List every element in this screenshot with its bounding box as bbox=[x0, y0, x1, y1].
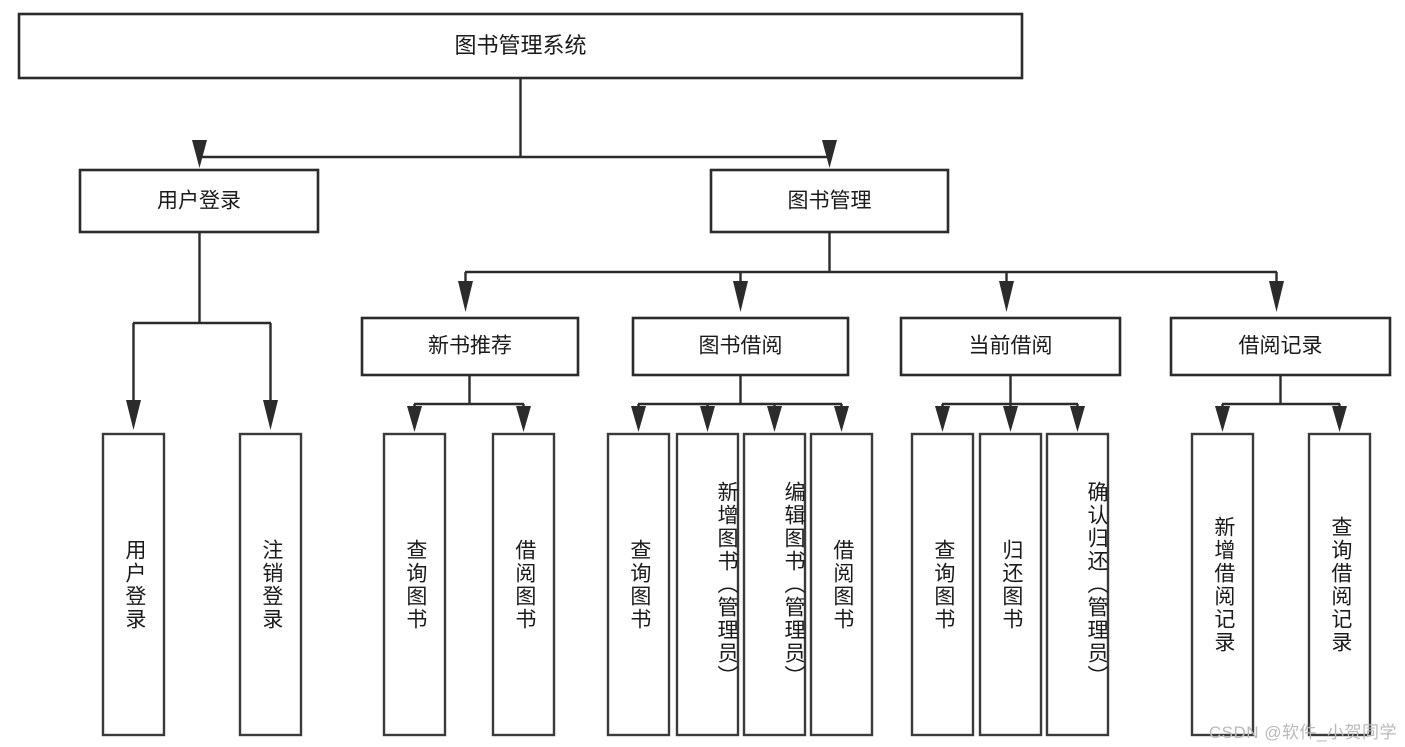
node-current-borrow-label: 当前借阅 bbox=[969, 335, 1053, 358]
node-current-borrow-box[interactable] bbox=[899, 316, 1122, 377]
node-new-book-rec-label: 新书推荐 bbox=[428, 335, 512, 358]
node-leaf-add-record-box[interactable] bbox=[1190, 432, 1255, 737]
node-leaf-user-login-box[interactable] bbox=[101, 432, 166, 737]
node-leaf-add-book-box[interactable] bbox=[675, 432, 740, 737]
connector-group-new-book-rec-children bbox=[407, 375, 531, 432]
node-borrow-record-box[interactable] bbox=[1169, 316, 1392, 377]
arrowhead-new-book-rec bbox=[458, 281, 473, 312]
node-root-box[interactable] bbox=[17, 12, 1024, 80]
node-leaf-query-record-box[interactable] bbox=[1307, 432, 1372, 737]
arrowhead-leaf-query-record bbox=[1332, 406, 1347, 432]
node-user-login-label: 用户登录 bbox=[157, 190, 241, 213]
node-root-label: 图书管理系统 bbox=[454, 33, 586, 58]
connector-group-book-manage-children bbox=[458, 232, 1284, 312]
connector-group-root-to-level2 bbox=[192, 78, 837, 168]
node-book-borrow-box[interactable] bbox=[631, 316, 850, 377]
node-leaf-query-book-2-box[interactable] bbox=[606, 432, 671, 737]
node-leaf-edit-book-box[interactable] bbox=[742, 432, 807, 737]
arrowhead-book-manage bbox=[822, 140, 837, 168]
node-borrow-record-label: 借阅记录 bbox=[1239, 335, 1323, 358]
arrowhead-borrow-record bbox=[1269, 281, 1284, 312]
node-leaf-borrow-book-2-box[interactable] bbox=[809, 432, 874, 737]
node-book-borrow-label: 图书借阅 bbox=[699, 335, 783, 358]
arrowhead-leaf-logout bbox=[263, 400, 278, 430]
connector-group-borrow-record-children bbox=[1215, 375, 1347, 432]
node-new-book-rec-box[interactable] bbox=[360, 316, 580, 377]
arrowhead-leaf-confirm-return bbox=[1070, 406, 1085, 432]
connector-group-user-login-children bbox=[126, 232, 278, 430]
node-leaf-query-book-1-box[interactable] bbox=[382, 432, 447, 737]
node-leaf-logout-box[interactable] bbox=[238, 432, 303, 737]
node-leaf-borrow-book-1-box[interactable] bbox=[491, 432, 556, 737]
arrowhead-leaf-borrow-book-2 bbox=[834, 406, 849, 432]
arrowhead-leaf-edit-book bbox=[767, 406, 782, 432]
arrowhead-leaf-query-book-1 bbox=[407, 406, 422, 432]
node-leaf-return-book-box[interactable] bbox=[978, 432, 1043, 737]
node-book-manage-box[interactable] bbox=[709, 168, 950, 234]
arrowhead-leaf-user-login bbox=[126, 400, 141, 430]
arrowhead-leaf-query-book-2 bbox=[631, 406, 646, 432]
arrowhead-leaf-add-record bbox=[1215, 406, 1230, 432]
node-user-login-box[interactable] bbox=[78, 168, 320, 234]
node-leaf-query-book-3-box[interactable] bbox=[910, 432, 975, 737]
arrowhead-leaf-return-book bbox=[1003, 406, 1018, 432]
node-book-manage-label: 图书管理 bbox=[788, 190, 872, 213]
csdn-watermark: CSDN @软件_小贺同学 bbox=[1208, 723, 1397, 742]
arrowhead-book-borrow bbox=[733, 281, 748, 312]
connector-group-book-borrow-children bbox=[631, 375, 849, 432]
node-leaf-confirm-return-box[interactable] bbox=[1045, 432, 1110, 737]
arrowhead-leaf-borrow-book-1 bbox=[516, 406, 531, 432]
arrowhead-leaf-add-book bbox=[700, 406, 715, 432]
arrowhead-current-borrow bbox=[999, 281, 1014, 312]
arrowhead-leaf-query-book-3 bbox=[935, 406, 950, 432]
connector-group-current-borrow-children bbox=[935, 375, 1085, 432]
arrowhead-user-login bbox=[192, 140, 207, 168]
